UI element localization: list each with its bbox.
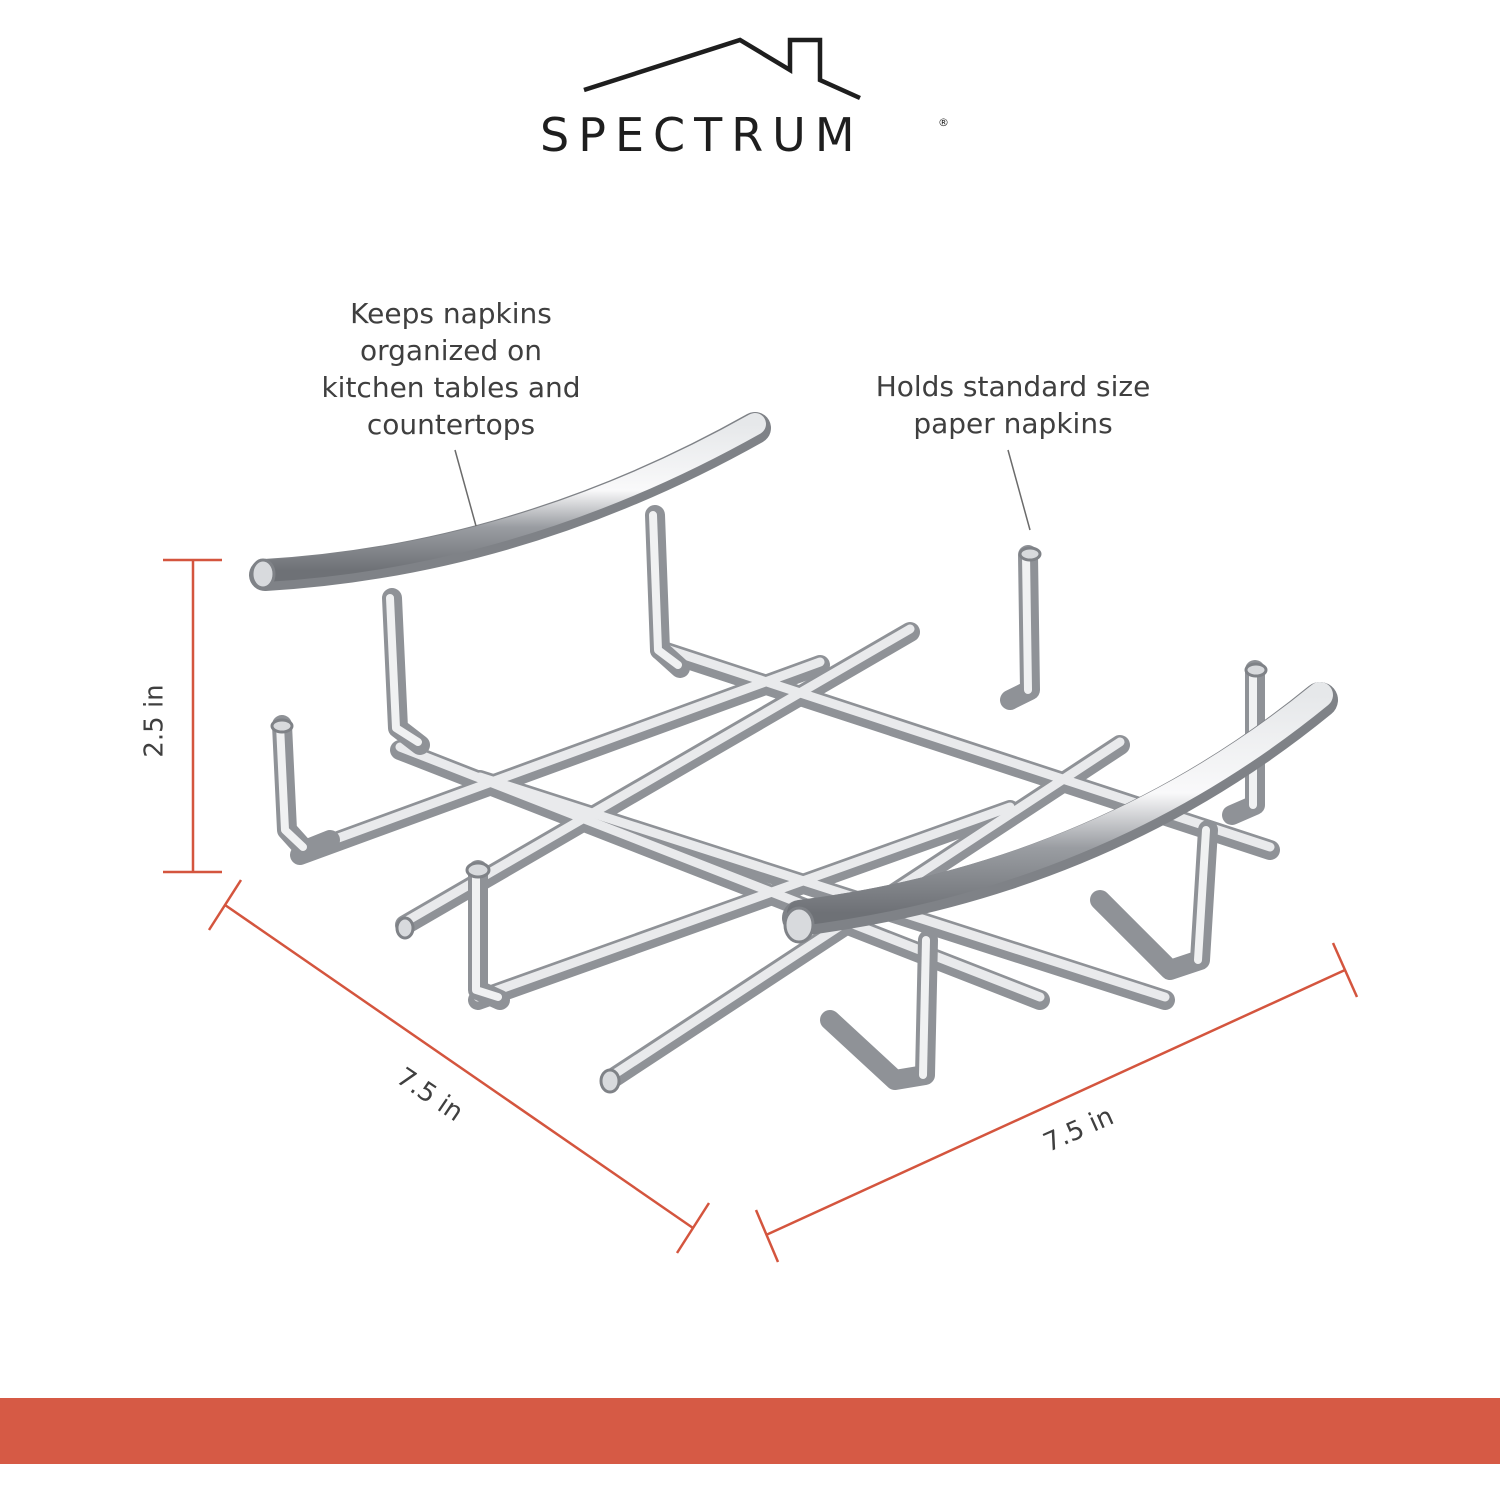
napkin-holder-illustration — [249, 412, 1338, 1094]
brand-name: SPECTRUM — [540, 108, 864, 162]
callout-leader-left — [454, 449, 477, 527]
callout-line: Holds standard size — [875, 370, 1151, 403]
registered-mark: ® — [938, 116, 949, 129]
callout-line: paper napkins — [913, 407, 1113, 440]
dimension-height-label: 2.5 in — [139, 684, 170, 758]
house-roofline-icon — [583, 37, 861, 101]
product-diagram — [163, 412, 1359, 1263]
callout-line: organized on — [359, 334, 543, 367]
callout-line: Keeps napkins — [350, 297, 552, 330]
callout-line: countertops — [366, 408, 536, 441]
brand-logo: SPECTRUM ® — [0, 0, 1500, 200]
callout-standard-size: Holds standard size paper napkins — [858, 368, 1168, 442]
callout-organized: Keeps napkins organized on kitchen table… — [290, 295, 612, 443]
footer-bar — [0, 1398, 1500, 1464]
dimension-lines — [163, 558, 1359, 1263]
callout-line: kitchen tables and — [321, 371, 581, 404]
callout-leader-right — [1007, 449, 1031, 531]
